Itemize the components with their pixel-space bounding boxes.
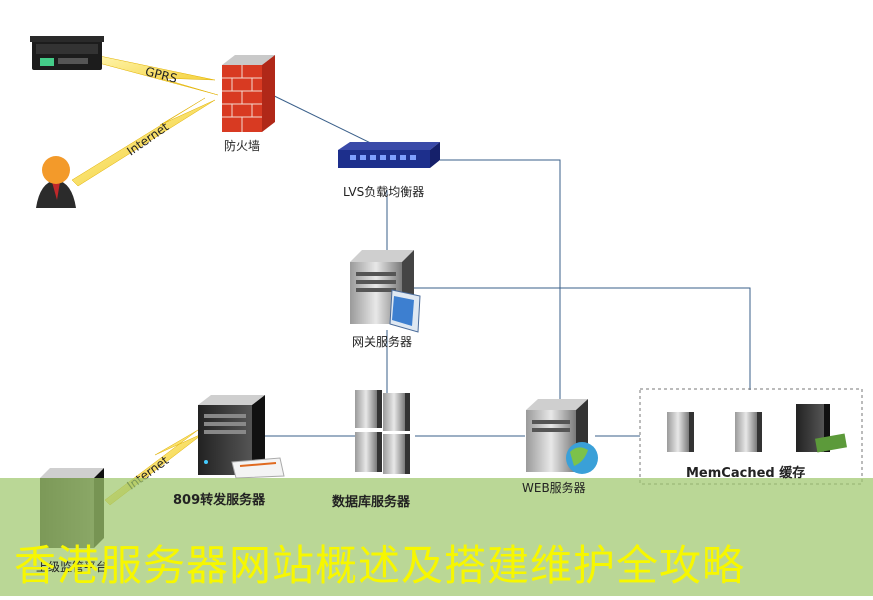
gateway-server-icon [350, 250, 421, 333]
lvs-web-link [440, 159, 561, 405]
lvs-load-balancer-icon [338, 142, 440, 168]
banner-overlay [0, 478, 873, 596]
database-label: 数据库服务器 [332, 495, 411, 510]
platform-label: 上级监管平台 [36, 560, 109, 574]
memcached-server-icon-3 [796, 404, 847, 453]
lvs-label: LVS负载均衡器 [343, 185, 425, 199]
firewall-label: 防火墙 [224, 139, 261, 153]
memcached-server-icon-1 [667, 412, 694, 452]
web-label: WEB服务器 [522, 481, 586, 495]
memcached-server-icon-2 [735, 412, 762, 452]
forward-809-label: 809转发服务器 [173, 493, 266, 508]
gateway-label: 网关服务器 [352, 335, 413, 349]
database-server-cluster-icon [355, 390, 410, 474]
forward-809-server-icon [198, 395, 285, 479]
firewall-icon [222, 55, 275, 132]
connection-lines [261, 89, 751, 437]
banner-title: 香港服务器网站概述及搭建维护全攻略 [14, 541, 746, 590]
firewall-lvs-link [261, 89, 386, 151]
user-icon [36, 156, 76, 208]
gateway-memcached-link [410, 287, 751, 390]
web-server-icon [526, 399, 598, 474]
internet-lightning-top [71, 97, 216, 187]
memcached-label: MemCached 缓存 [686, 466, 806, 481]
gps-device-icon [30, 36, 104, 70]
